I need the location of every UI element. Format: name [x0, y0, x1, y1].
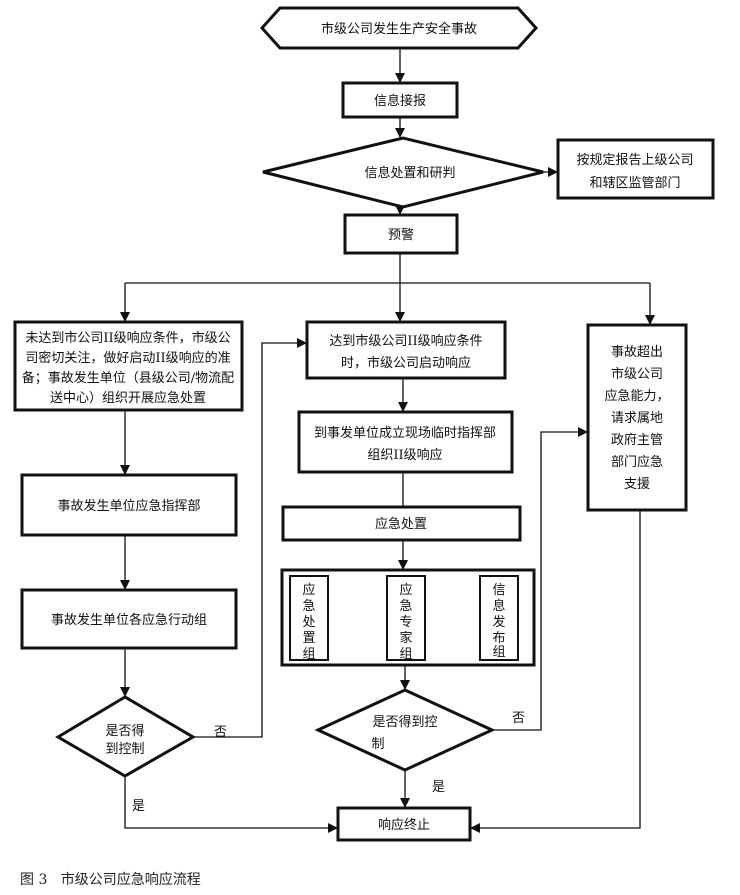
svg-text:布: 布 — [492, 631, 505, 646]
svg-text:制: 制 — [371, 737, 384, 752]
svg-text:应急处置: 应急处置 — [375, 516, 427, 532]
svg-text:请求属地: 请求属地 — [611, 411, 663, 426]
svg-text:组: 组 — [399, 647, 412, 662]
svg-text:市级公司发生生产安全事故: 市级公司发生生产安全事故 — [321, 21, 477, 37]
svg-text:事故发生单位各应急行动组: 事故发生单位各应急行动组 — [51, 612, 207, 628]
start-node: 市级公司发生生产安全事故 — [259, 6, 539, 50]
svg-text:急: 急 — [302, 599, 315, 614]
svg-text:组: 组 — [492, 645, 505, 660]
control-center-decision: 是否得到控 制 — [314, 688, 496, 772]
svg-text:是否得: 是否得 — [105, 723, 144, 739]
disposal-node: 应急处置 — [281, 505, 522, 542]
no-label-center: 否 — [512, 711, 525, 726]
svg-text:发: 发 — [492, 614, 505, 630]
svg-text:应: 应 — [399, 582, 412, 598]
group-disposal: 应 急 处 置 组 — [289, 575, 329, 662]
svg-text:信息处置和研判: 信息处置和研判 — [364, 165, 455, 181]
svg-text:家: 家 — [399, 630, 412, 646]
groups-container: 应 急 处 置 组 应 急 专 家 组 信 息 发 布 组 — [280, 568, 536, 667]
not-reached-node: 未达到市公司II级响应条件，市级公 司密切关注，做好启动II级响应的准 备；事故… — [13, 320, 244, 412]
svg-text:信: 信 — [492, 583, 505, 598]
beyond-capacity-node: 事故超出 市级公司 应急能力， 请求属地 政府主管 部门应急 支援 — [586, 323, 688, 512]
no-label-left: 否 — [214, 725, 227, 740]
judge-decision: 信息处置和研判 — [262, 136, 544, 209]
svg-text:备；事故发生单位（县级公司/物流配: 备；事故发生单位（县级公司/物流配 — [22, 370, 234, 386]
svg-text:响应终止: 响应终止 — [378, 817, 430, 833]
svg-text:到控制: 到控制 — [105, 742, 144, 757]
svg-text:专: 专 — [399, 615, 412, 630]
group-info: 信 息 发 布 组 — [479, 575, 519, 661]
svg-text:按规定报告上级公司: 按规定报告上级公司 — [576, 153, 693, 168]
figure-caption: 图 3 市级公司应急响应流程 — [20, 871, 201, 888]
svg-text:置: 置 — [302, 631, 315, 646]
svg-text:和辖区监管部门: 和辖区监管部门 — [589, 175, 680, 191]
svg-text:组织II级响应: 组织II级响应 — [367, 447, 442, 463]
yes-label-center: 是 — [432, 780, 445, 795]
site-command-node: 到事发单位成立现场临时指挥部 组织II级响应 — [297, 410, 514, 474]
end-node: 响应终止 — [336, 806, 472, 842]
svg-text:组: 组 — [302, 647, 315, 662]
svg-text:信息接报: 信息接报 — [374, 93, 426, 109]
svg-text:送中心）组织开展应急处置: 送中心）组织开展应急处置 — [50, 390, 206, 406]
svg-text:时，市级公司启动响应: 时，市级公司启动响应 — [341, 355, 471, 371]
reached-node: 达到市级公司II级响应条件 时，市级公司启动响应 — [305, 320, 507, 380]
svg-text:预警: 预警 — [388, 227, 414, 243]
warning-node: 预警 — [343, 213, 459, 255]
svg-text:司密切关注，做好启动II级响应的准: 司密切关注，做好启动II级响应的准 — [25, 350, 230, 366]
svg-text:处: 处 — [302, 615, 315, 630]
connectors — [120, 48, 655, 833]
report-up-node: 按规定报告上级公司 和辖区监管部门 — [556, 138, 715, 200]
svg-text:达到市级公司II级响应条件: 达到市级公司II级响应条件 — [329, 333, 482, 349]
unit-command-node: 事故发生单位应急指挥部 — [20, 473, 238, 537]
yes-label-left: 是 — [132, 799, 145, 814]
svg-text:应: 应 — [302, 582, 315, 598]
svg-text:到事发单位成立现场临时指挥部: 到事发单位成立现场临时指挥部 — [314, 425, 496, 441]
group-expert: 应 急 专 家 组 — [386, 575, 426, 662]
svg-text:息: 息 — [492, 598, 505, 614]
svg-text:支援: 支援 — [624, 477, 650, 492]
svg-text:政府主管: 政府主管 — [611, 433, 663, 448]
svg-text:未达到市公司II级响应条件，市级公: 未达到市公司II级响应条件，市级公 — [25, 330, 230, 346]
svg-text:是否得到控: 是否得到控 — [372, 714, 437, 730]
svg-text:事故发生单位应急指挥部: 事故发生单位应急指挥部 — [57, 498, 200, 514]
unit-groups-node: 事故发生单位各应急行动组 — [20, 588, 238, 650]
report-node: 信息接报 — [341, 81, 459, 119]
svg-text:市级公司: 市级公司 — [611, 366, 663, 382]
svg-text:部门应急: 部门应急 — [611, 454, 663, 470]
svg-text:应急能力，: 应急能力， — [604, 388, 669, 404]
svg-text:事故超出: 事故超出 — [611, 345, 663, 360]
svg-text:急: 急 — [399, 599, 412, 614]
control-left-decision: 是否得 到控制 — [55, 695, 196, 778]
